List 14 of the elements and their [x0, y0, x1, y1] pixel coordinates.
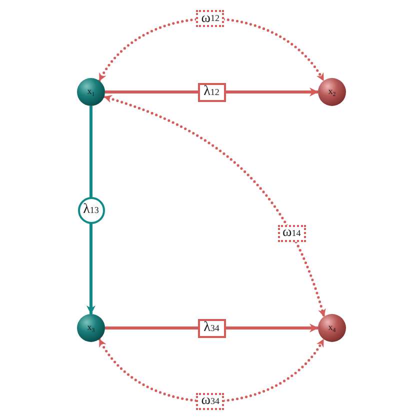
sphere-node	[318, 78, 346, 106]
dotted-double-arrow	[98, 17, 325, 82]
arrow	[86, 106, 96, 314]
arrow	[105, 324, 318, 332]
dotted-double-arrow	[102, 95, 326, 318]
sphere-node	[77, 314, 105, 342]
arrow	[105, 88, 318, 96]
dotted-double-arrow	[98, 338, 325, 403]
node-label: x$_{3}$	[87, 322, 95, 334]
sphere-node	[77, 78, 105, 106]
node-label: x$_{2}$	[328, 86, 336, 98]
sphere-node	[318, 314, 346, 342]
node-label: x$_{1}$	[87, 86, 95, 98]
node-label: x$_{4}$	[328, 322, 336, 334]
